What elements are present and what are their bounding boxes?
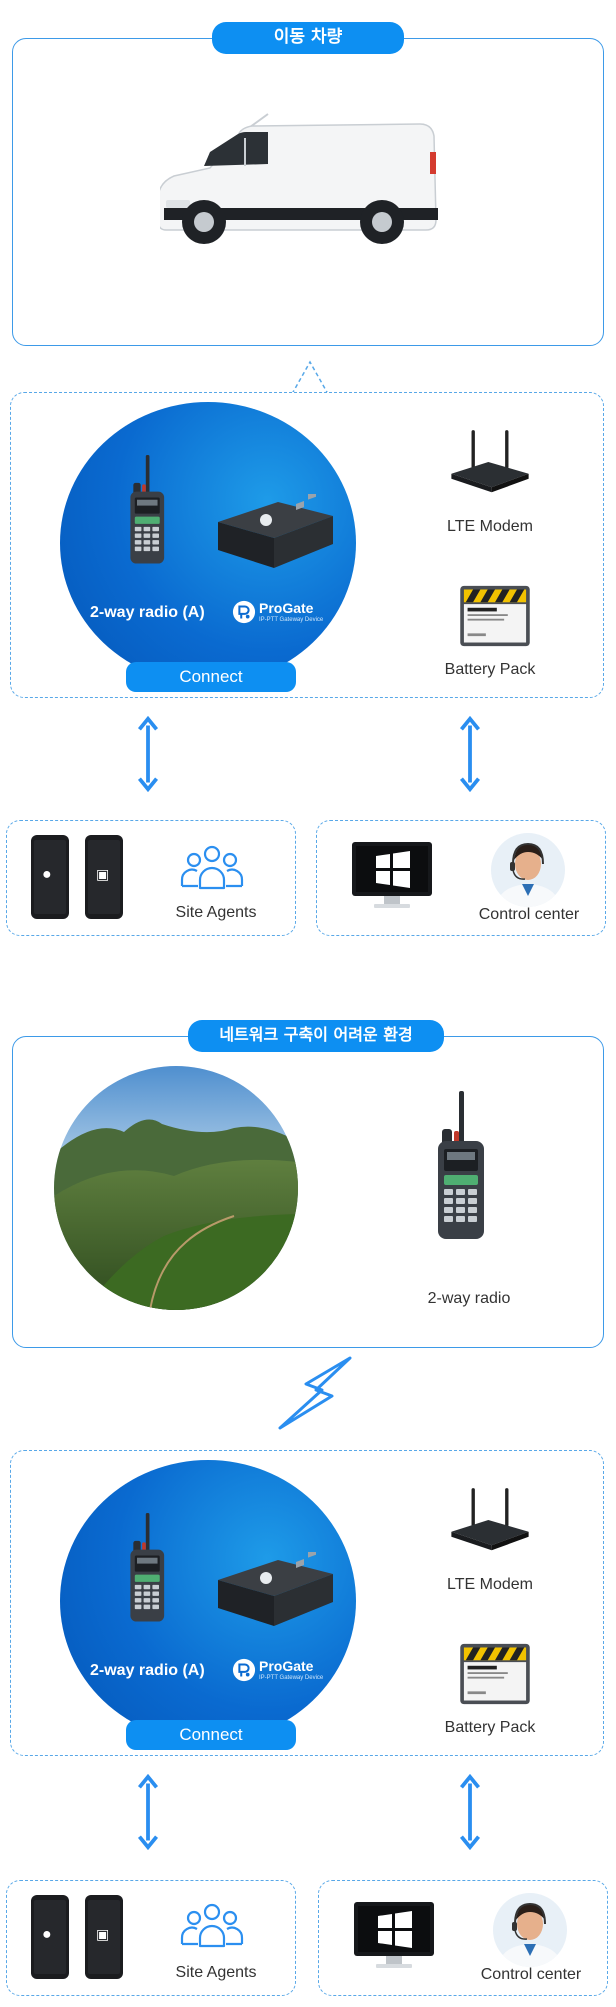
bidirectional-arrow-icon	[136, 716, 160, 792]
bidirectional-arrow-icon	[458, 716, 482, 792]
progate-brand: ProGate	[259, 1658, 313, 1674]
operator-icon	[490, 832, 566, 908]
lightning-icon	[276, 1356, 356, 1432]
operator-icon	[492, 1892, 568, 1968]
lte-modem-label: LTE Modem	[430, 1576, 550, 1594]
progate-brand: ProGate	[259, 600, 313, 616]
android-icon: ▣	[96, 866, 109, 883]
control-center-label: Control center	[466, 906, 592, 924]
site-agents-icon	[180, 1900, 244, 1952]
pointer-notch	[290, 358, 330, 396]
section-title-terrain: 네트워크 구축이 어려운 환경	[188, 1020, 444, 1052]
bidirectional-arrow-icon	[458, 1774, 482, 1850]
radio-label: 2-way radio (A)	[90, 604, 205, 622]
battery-pack-icon	[458, 1642, 532, 1706]
mountain-landscape-icon	[54, 1066, 298, 1310]
apple-icon: ●	[42, 1926, 52, 1944]
android-icon: ▣	[96, 1926, 109, 1943]
apple-icon: ●	[42, 866, 52, 884]
lte-modem-label: LTE Modem	[430, 518, 550, 536]
progate-subtitle: IP-PTT Gateway Device	[259, 1675, 323, 1681]
battery-pack-icon	[458, 584, 532, 648]
connect-button[interactable]: Connect	[126, 1720, 296, 1750]
progate-logo-icon	[232, 600, 256, 624]
radio-icon	[126, 1498, 170, 1638]
control-center-label: Control center	[468, 1966, 594, 1984]
bidirectional-arrow-icon	[136, 1774, 160, 1850]
gateway-circle: 2-way radio (A) ProGate IP-PTT Gateway D…	[60, 1460, 356, 1742]
lte-modem-icon	[448, 424, 532, 500]
radio-label: 2-way radio (A)	[90, 1662, 205, 1680]
battery-pack-label: Battery Pack	[430, 1719, 550, 1737]
site-agents-label: Site Agents	[156, 904, 276, 922]
radio-icon-large	[432, 1066, 492, 1266]
section-title-vehicle: 이동 차량	[212, 22, 404, 54]
lte-modem-icon	[448, 1482, 532, 1558]
connect-button[interactable]: Connect	[126, 662, 296, 692]
gateway-device-icon	[208, 1552, 338, 1632]
monitor-icon	[350, 840, 434, 910]
progate-subtitle: IP-PTT Gateway Device	[259, 617, 323, 623]
radio-label-large: 2-way radio	[404, 1290, 534, 1308]
battery-pack-label: Battery Pack	[430, 661, 550, 679]
radio-icon	[126, 440, 170, 580]
progate-logo-icon	[232, 1658, 256, 1682]
site-agents-label: Site Agents	[156, 1964, 276, 1982]
van-icon	[160, 108, 440, 246]
site-agents-icon	[180, 842, 244, 894]
monitor-icon	[352, 1900, 436, 1970]
gateway-circle: 2-way radio (A) ProGate IP-PTT Gateway D…	[60, 402, 356, 684]
gateway-device-icon	[208, 494, 338, 574]
